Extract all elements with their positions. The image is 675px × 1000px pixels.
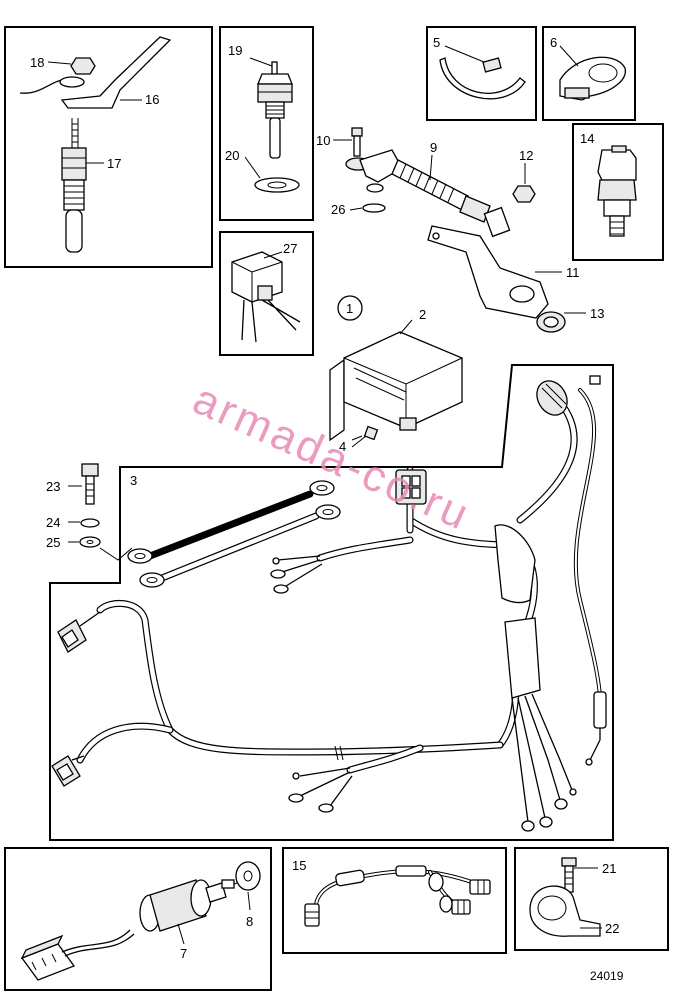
control-unit-2: 2 4 [329,307,463,454]
note-marker-circle [337,295,363,321]
panel-glow-plug: 18 16 17 [4,26,213,268]
callout-19: 19 [228,43,242,58]
callout-18: 18 [30,55,44,70]
callout-25: 25 [46,535,60,550]
lock-washer-24 [80,518,100,528]
main-harness [51,375,607,832]
bolt-21 [561,857,577,867]
relay-27 [231,251,301,343]
clamp-22 [529,885,601,937]
callout-5: 5 [433,35,440,50]
bolt-23 [81,463,99,477]
panel-stop-solenoid: 8 7 [4,847,272,991]
panel-pressure-switch: 14 [572,123,664,261]
connector-upper-left [57,611,101,653]
panel-sender: 19 20 [219,26,314,221]
callout-11: 11 [566,265,580,280]
panel-clamp: 6 [542,26,636,121]
callout-23: 23 [46,479,60,494]
callout-17: 17 [107,156,121,171]
nut-12 [512,185,536,203]
panel-cable-tie: 5 [426,26,537,121]
callout-24: 24 [46,515,60,530]
callout-2: 2 [419,307,426,322]
callout-26: 26 [331,202,345,217]
connector-lower-left [51,755,85,787]
speed-sensor-assembly: 10 9 12 26 11 13 [316,127,604,333]
washer-20 [254,177,300,193]
panel-clamp-bolt: 21 22 [514,847,669,951]
drawing-number: 24019 [590,969,624,983]
harness-panel-3: 3 [49,364,614,841]
callout-14: 14 [580,131,594,146]
ground-cables [127,480,341,588]
callout-10: 10 [316,133,330,148]
nut-18 [70,57,96,75]
callout-15: 15 [292,858,306,873]
callout-22: 22 [605,921,619,936]
callout-3: 3 [130,473,137,488]
bracket-16 [60,36,172,109]
pressure-switch-14 [597,145,637,237]
bolt-washers: 23 24 25 [46,463,133,561]
glow-plug-17 [61,118,87,253]
terminal-ring [59,76,85,88]
panel-sensor-harness: 15 [282,847,507,954]
callout-9: 9 [430,140,437,155]
callout-7: 7 [180,946,187,961]
sender-19 [257,61,293,159]
callout-8: 8 [246,914,253,929]
bracket-11 [427,225,549,319]
callout-21: 21 [602,861,616,876]
callout-20: 20 [225,148,239,163]
note-marker: 1 [346,301,353,316]
callout-6: 6 [550,35,557,50]
callout-27: 27 [283,241,297,256]
cable-tie-5 [439,57,526,100]
panel-relay: 27 [219,231,314,356]
callout-13: 13 [590,306,604,321]
callout-4: 4 [339,439,346,454]
washer-25 [79,536,101,548]
callout-12: 12 [519,148,533,163]
callout-16: 16 [145,92,159,107]
